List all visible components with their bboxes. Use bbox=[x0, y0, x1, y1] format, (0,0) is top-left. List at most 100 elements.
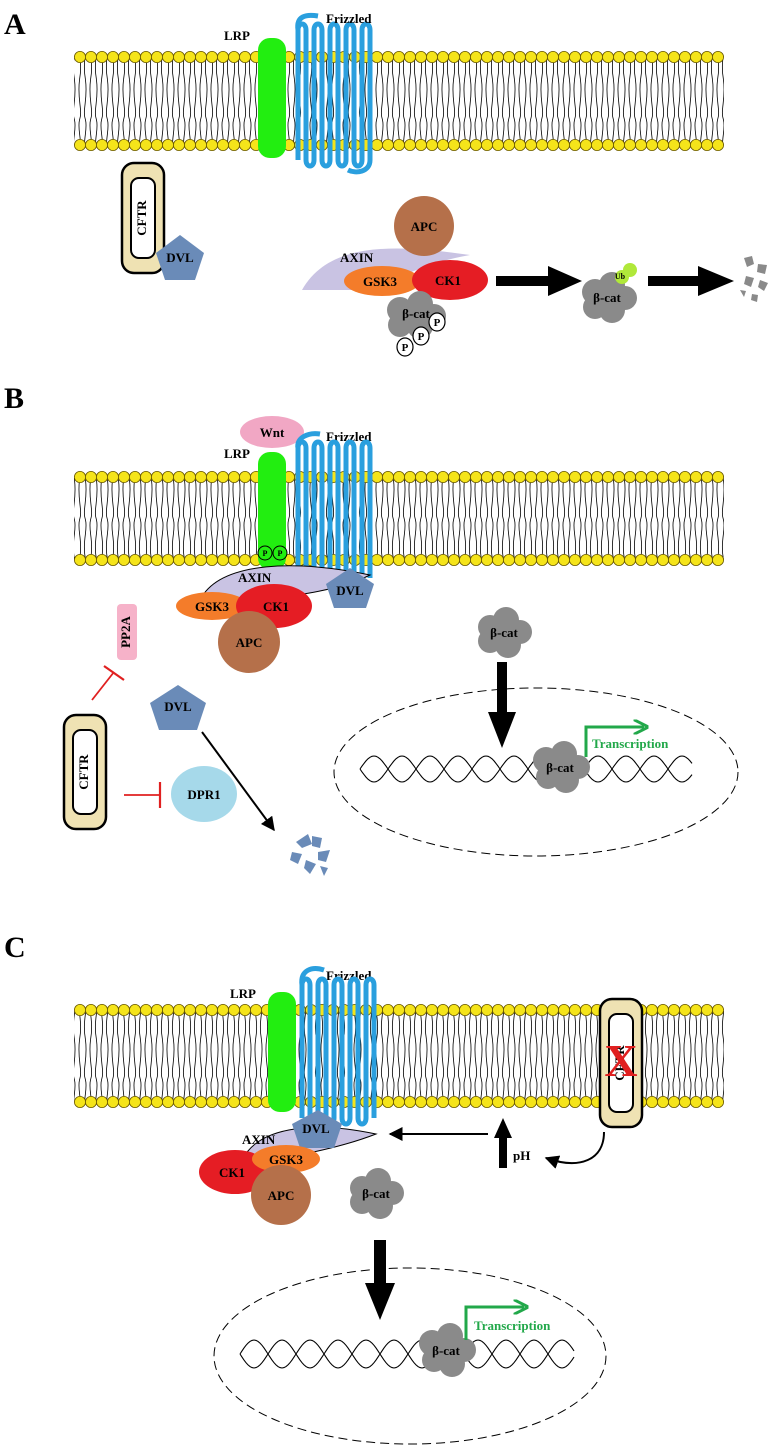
lipid-head bbox=[635, 138, 648, 151]
cell-membrane bbox=[74, 470, 725, 567]
lipid-head bbox=[491, 51, 504, 64]
lipid-head bbox=[227, 1096, 240, 1109]
lipid-head bbox=[690, 554, 703, 567]
lipid-head bbox=[96, 554, 109, 567]
ubiquitin-2 bbox=[623, 263, 637, 277]
lipid-head bbox=[227, 138, 240, 151]
lipid-head bbox=[558, 1004, 571, 1017]
lipid-head bbox=[569, 138, 582, 151]
bcat-nuc-label: β-cat bbox=[432, 1343, 460, 1358]
lrp-phospho-2 bbox=[272, 545, 288, 561]
gsk3-label: GSK3 bbox=[363, 274, 397, 289]
lipid-head bbox=[657, 51, 670, 64]
bcat-label: β-cat bbox=[402, 306, 430, 321]
lipid-head bbox=[458, 138, 471, 151]
apc-label: APC bbox=[268, 1188, 295, 1203]
apc-protein bbox=[251, 1165, 311, 1225]
lipid-head bbox=[227, 1004, 240, 1017]
lipid-head bbox=[502, 470, 515, 483]
cftr-ph-curve-arrow bbox=[544, 1131, 605, 1169]
lipid-head bbox=[690, 1004, 703, 1017]
panel-c: C LRP Frizzled CFTR X DVL bbox=[4, 931, 725, 1445]
lipid-head bbox=[469, 138, 482, 151]
lipid-head bbox=[525, 1004, 538, 1017]
axin-label: AXIN bbox=[238, 570, 272, 585]
lipid-head bbox=[668, 51, 681, 64]
lipid-head bbox=[525, 470, 538, 483]
frizzled-label: Frizzled bbox=[326, 429, 372, 444]
panel-a: A LRP Frizzled CFTR bbox=[4, 8, 768, 357]
lipid-head bbox=[558, 554, 571, 567]
lipid-head bbox=[646, 51, 659, 64]
lipid-head bbox=[392, 1096, 405, 1109]
lipid-head bbox=[414, 1096, 427, 1109]
cftr-channel: CFTR bbox=[120, 161, 166, 275]
lipid-head bbox=[370, 138, 383, 151]
lipid-head bbox=[613, 138, 626, 151]
beta-catenin-ubiquitinated bbox=[582, 272, 637, 323]
frizzled-label: Frizzled bbox=[326, 11, 372, 26]
lipid-head bbox=[381, 470, 394, 483]
lipid-head bbox=[414, 470, 427, 483]
dna-helix bbox=[359, 755, 693, 783]
lipid-head bbox=[436, 138, 449, 151]
lipid-head bbox=[624, 554, 637, 567]
lipid-head bbox=[458, 1096, 471, 1109]
lipid-head bbox=[227, 51, 240, 64]
lipid-head bbox=[118, 470, 131, 483]
lipid-head bbox=[690, 51, 703, 64]
bcat-ub-label: β-cat bbox=[593, 290, 621, 305]
lipid-head bbox=[96, 470, 109, 483]
wnt-label: Wnt bbox=[260, 425, 285, 440]
lipid-head bbox=[183, 554, 196, 567]
lipid-head bbox=[107, 1096, 120, 1109]
lipid-head bbox=[624, 51, 637, 64]
dvl-membrane bbox=[326, 568, 374, 608]
lipid-head bbox=[96, 1004, 109, 1017]
lipid-head bbox=[514, 1004, 527, 1017]
lrp-phospho-1 bbox=[257, 545, 273, 561]
lipid-head bbox=[502, 554, 515, 567]
lipid-head bbox=[447, 138, 460, 151]
lipid-head bbox=[491, 1096, 504, 1109]
lipid-head bbox=[392, 470, 405, 483]
dna-helix bbox=[239, 1339, 575, 1369]
lipid-head bbox=[194, 470, 207, 483]
lipid-head bbox=[107, 51, 120, 64]
lipid-head bbox=[74, 1004, 87, 1017]
lipid-head bbox=[646, 470, 659, 483]
lipid-head bbox=[469, 1096, 482, 1109]
lipid-head bbox=[525, 554, 538, 567]
lipid-head bbox=[216, 1096, 229, 1109]
nucleus bbox=[213, 1267, 607, 1445]
lipid-head bbox=[128, 138, 141, 151]
lipid-head bbox=[569, 1004, 582, 1017]
lipid-head bbox=[679, 470, 692, 483]
lipid-head bbox=[139, 138, 152, 151]
lipid-head bbox=[403, 1096, 416, 1109]
lipid-head bbox=[403, 554, 416, 567]
lipid-head bbox=[712, 470, 725, 483]
lipid-head bbox=[172, 1004, 185, 1017]
apc-protein bbox=[394, 196, 454, 256]
dpr1-protein bbox=[171, 766, 237, 822]
nucleus bbox=[333, 687, 739, 857]
lipid-head bbox=[458, 554, 471, 567]
lipid-head bbox=[591, 470, 604, 483]
lipid-head bbox=[447, 554, 460, 567]
lipid-head bbox=[712, 554, 725, 567]
inhibit-pp2a-line bbox=[91, 671, 115, 701]
lipid-head bbox=[381, 1096, 394, 1109]
lipid-head bbox=[436, 1096, 449, 1109]
lrp-label: LRP bbox=[224, 28, 250, 43]
lipid-head bbox=[712, 1004, 725, 1017]
cftr-dysfunction-mark: X bbox=[604, 1035, 637, 1086]
lipid-head bbox=[668, 470, 681, 483]
beta-catenin-cyto bbox=[478, 607, 532, 658]
lipid-head bbox=[370, 470, 383, 483]
lipid-head bbox=[514, 51, 527, 64]
lipid-head bbox=[580, 1096, 593, 1109]
lipid-head bbox=[183, 470, 196, 483]
lipid-head bbox=[139, 1096, 152, 1109]
lipid-head bbox=[514, 138, 527, 151]
